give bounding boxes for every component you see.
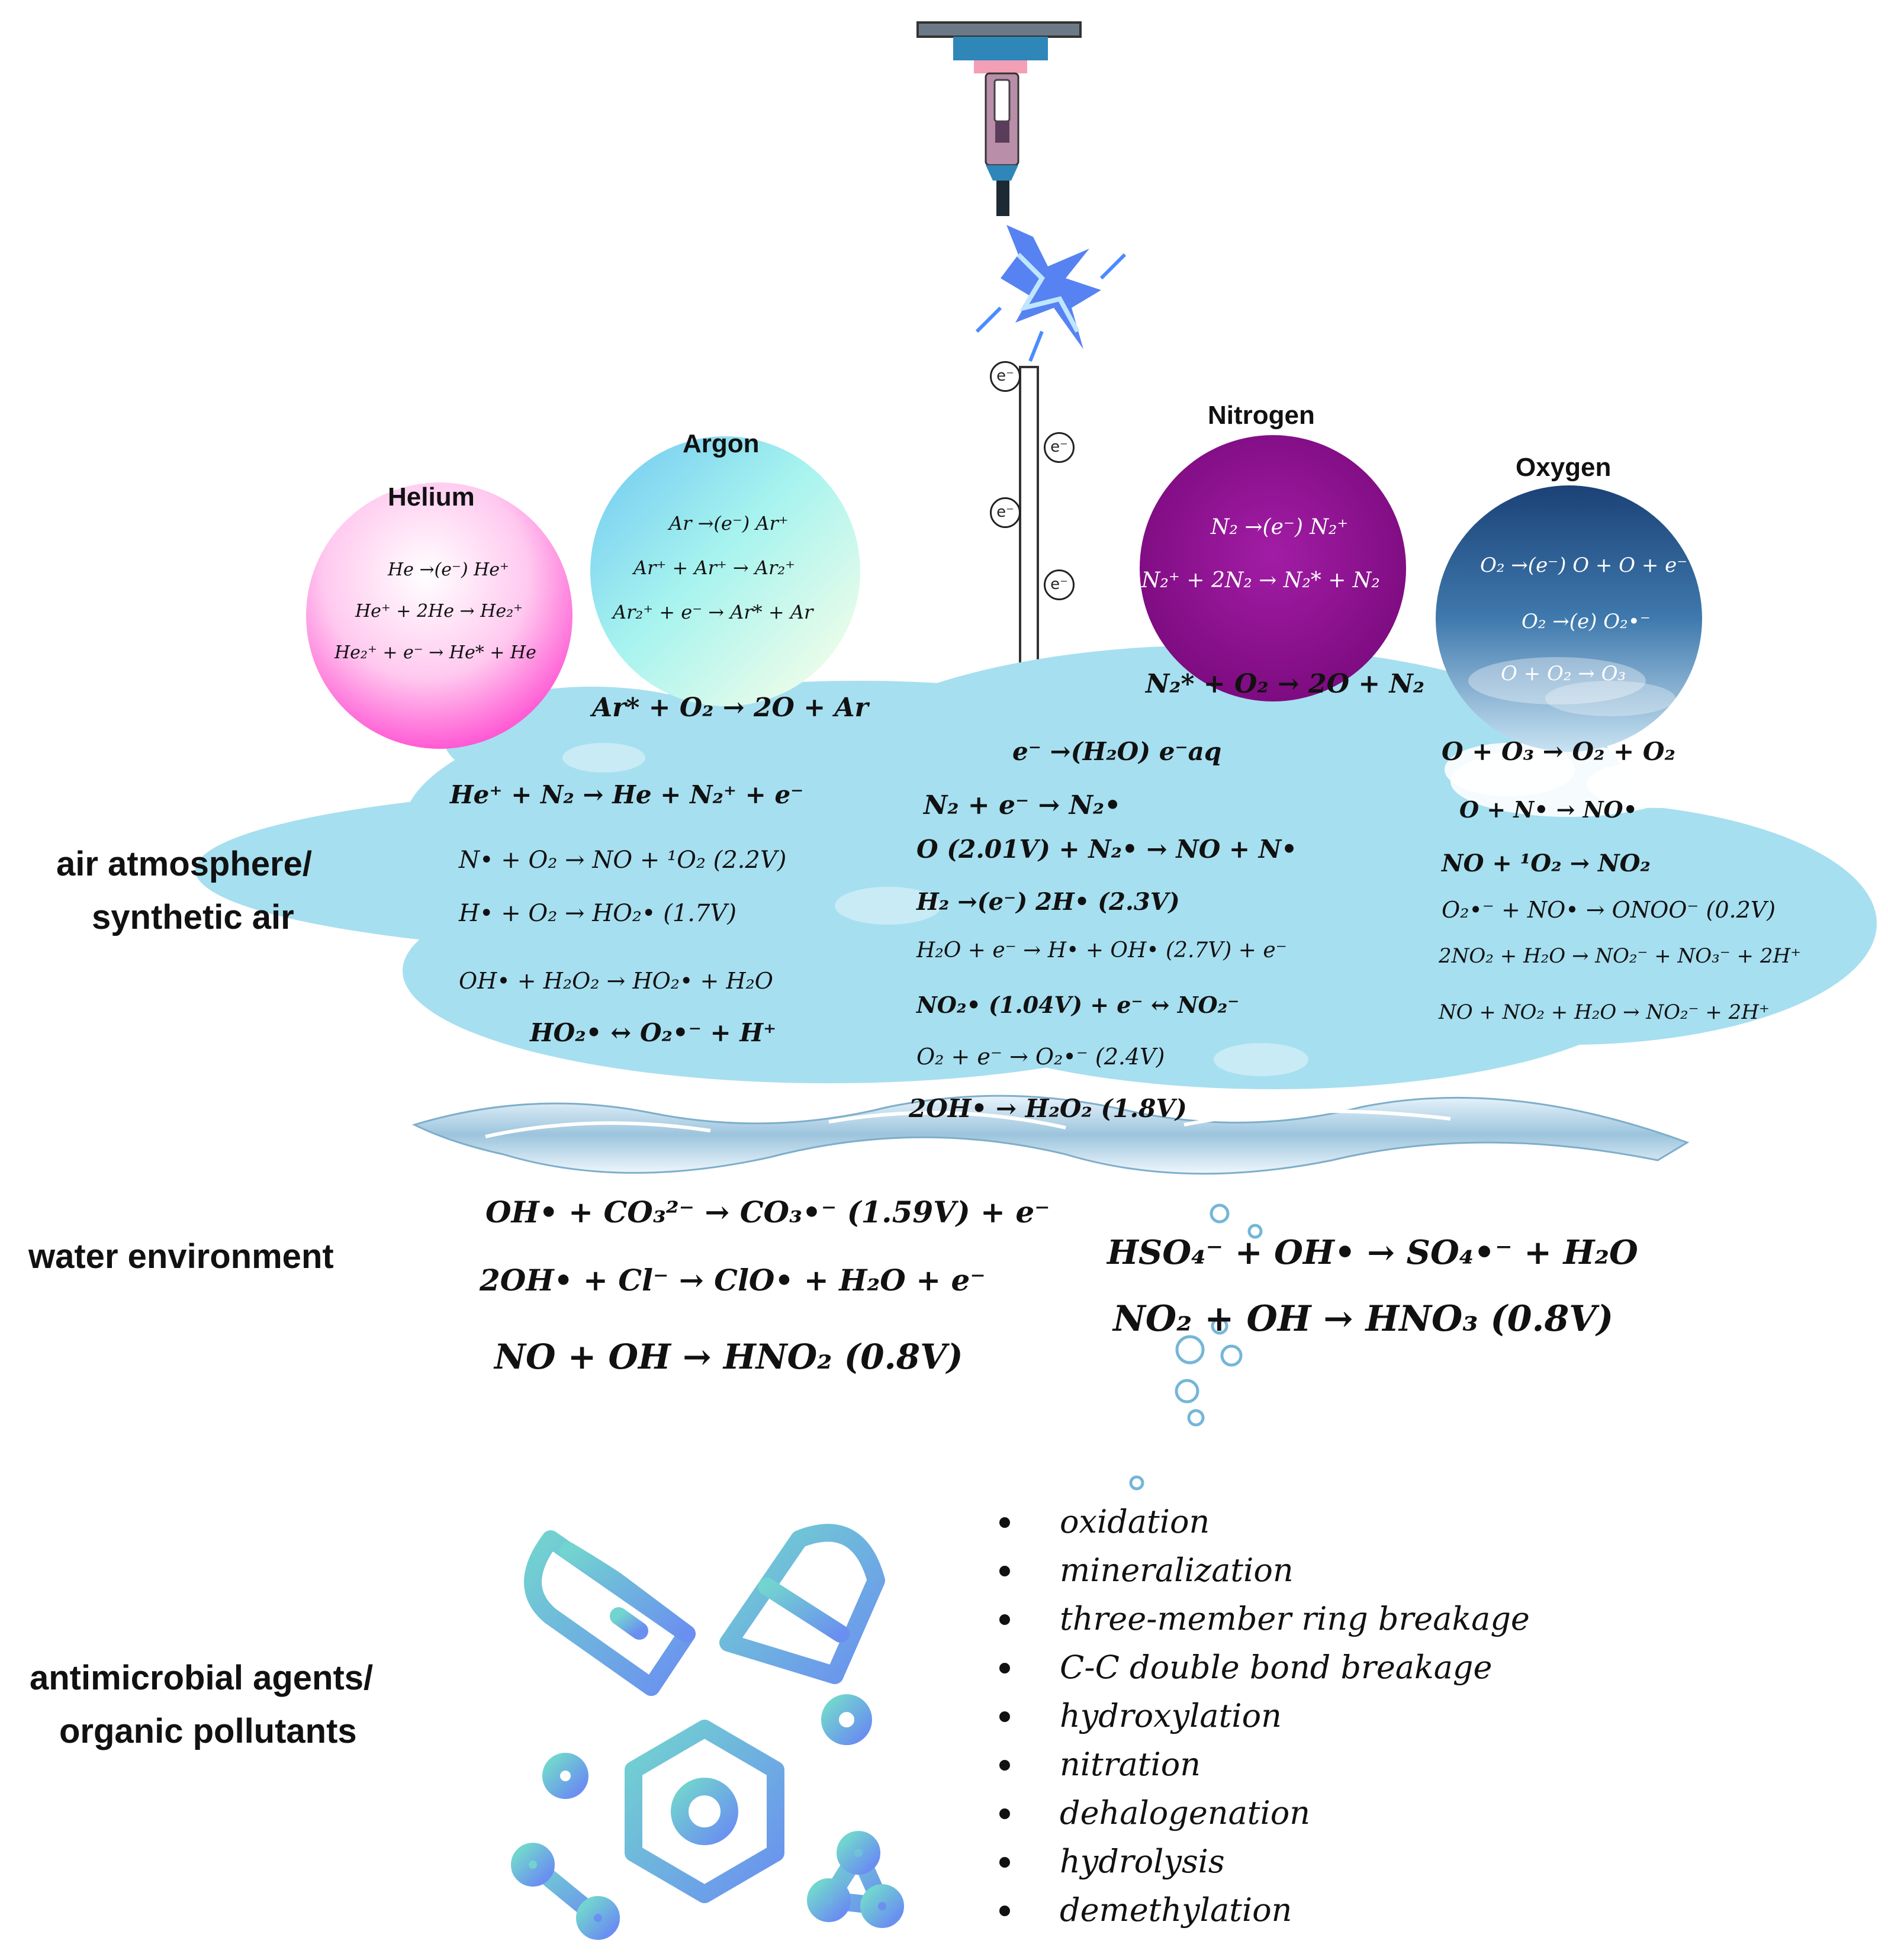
air-reaction-right: O₂•⁻ + NO• → ONOO⁻ (0.2V) bbox=[1442, 897, 1776, 923]
electron-icon: e⁻ bbox=[990, 361, 1021, 392]
argon-sphere bbox=[590, 436, 860, 706]
air-reaction-center: e⁻ →(H₂O) e⁻aq bbox=[1012, 737, 1222, 766]
electron-icon: e⁻ bbox=[1044, 569, 1075, 600]
helium-title: Helium bbox=[388, 482, 475, 511]
oxygen-reaction: O + O₂ → O₃ bbox=[1501, 662, 1626, 685]
air-reaction-center: 2OH• → H₂O₂ (1.8V) bbox=[909, 1094, 1187, 1123]
air-reaction-center: N₂ + e⁻ → N₂• bbox=[924, 790, 1121, 820]
section-pollutants-line1: antimicrobial agents/ bbox=[30, 1659, 374, 1697]
oxygen-reaction: O₂ →(e) O₂•⁻ bbox=[1522, 610, 1651, 633]
air-reaction-left: He⁺ + N₂ → He + N₂⁺ + e⁻ bbox=[450, 780, 804, 809]
section-air-line2: synthetic air bbox=[92, 898, 294, 936]
air-cloud bbox=[195, 645, 1877, 1089]
plasma-jet-icon bbox=[916, 21, 1082, 216]
air-reaction-left: N• + O₂ → NO + ¹O₂ (2.2V) bbox=[459, 847, 787, 874]
argon-reaction: Ar →(e⁻) Ar⁺ bbox=[669, 512, 789, 535]
air-reaction-left: OH• + H₂O₂ → HO₂• + H₂O bbox=[459, 968, 773, 994]
oxygen-sphere bbox=[1436, 485, 1702, 752]
section-water: water environment bbox=[28, 1237, 334, 1276]
air-reaction-left: H• + O₂ → HO₂• (1.7V) bbox=[459, 900, 736, 927]
nitrogen-reaction: N₂ →(e⁻) N₂⁺ bbox=[1211, 515, 1349, 539]
water-reaction-left: NO + OH → HNO₂ (0.8V) bbox=[494, 1337, 963, 1377]
helium-reaction: He⁺ + 2He → He₂⁺ bbox=[355, 601, 523, 622]
argon-reaction: Ar₂⁺ + e⁻ → Ar* + Ar bbox=[613, 601, 813, 623]
air-reaction-left: HO₂• ↔ O₂•⁻ + H⁺ bbox=[530, 1018, 777, 1047]
list-item: oxidation bbox=[983, 1498, 1530, 1546]
air-reaction-right: O + O₃ → O₂ + O₂ bbox=[1442, 737, 1675, 766]
electron-flow-arrow bbox=[1005, 366, 1053, 728]
list-item: mineralization bbox=[983, 1546, 1530, 1595]
water-reaction-right: NO₂ + OH → HNO₃ (0.8V) bbox=[1113, 1298, 1614, 1340]
air-reaction-right: O + N• → NO• bbox=[1459, 796, 1638, 823]
argon-output-reaction: Ar* + O₂ → 2O + Ar bbox=[592, 693, 869, 723]
list-item: hydrolysis bbox=[983, 1837, 1530, 1886]
nitrogen-output-reaction: N₂* + O₂ → 2O + N₂ bbox=[1146, 669, 1425, 699]
bubbles bbox=[1129, 1203, 1263, 1491]
degradation-outcomes-list: oxidation mineralization three-member ri… bbox=[983, 1498, 1530, 1935]
list-item: C-C double bond breakage bbox=[983, 1643, 1530, 1692]
water-reaction-left: 2OH• + Cl⁻ → ClO• + H₂O + e⁻ bbox=[480, 1263, 986, 1298]
air-reaction-center: NO₂• (1.04V) + e⁻ ↔ NO₂⁻ bbox=[916, 992, 1240, 1018]
oxygen-reaction: O₂ →(e⁻) O + O + e⁻ bbox=[1480, 553, 1688, 577]
air-reaction-center: O (2.01V) + N₂• → NO + N• bbox=[916, 835, 1297, 864]
air-reaction-right: NO + NO₂ + H₂O → NO₂⁻ + 2H⁺ bbox=[1439, 1000, 1770, 1024]
section-pollutants: antimicrobial agents/ organic pollutants bbox=[30, 1652, 373, 1758]
air-reaction-center: H₂ →(e⁻) 2H• (2.3V) bbox=[916, 888, 1180, 916]
water-reaction-left: OH• + CO₃²⁻ → CO₃•⁻ (1.59V) + e⁻ bbox=[485, 1195, 1050, 1230]
argon-reaction: Ar⁺ + Ar⁺ → Ar₂⁺ bbox=[633, 556, 796, 579]
air-reaction-right: 2NO₂ + H₂O → NO₂⁻ + NO₃⁻ + 2H⁺ bbox=[1439, 944, 1802, 968]
nitrogen-title: Nitrogen bbox=[1208, 401, 1315, 430]
helium-reaction: He₂⁺ + e⁻ → He* + He bbox=[334, 642, 536, 663]
section-air: air atmosphere/ synthetic air bbox=[56, 838, 312, 944]
plasma-discharge-icon bbox=[975, 225, 1127, 362]
pill-molecule-icon bbox=[509, 1524, 904, 1940]
list-item: demethylation bbox=[983, 1886, 1530, 1935]
helium-reaction: He →(e⁻) He⁺ bbox=[388, 559, 509, 580]
nitrogen-sphere bbox=[1140, 435, 1406, 701]
nitrogen-reaction: N₂⁺ + 2N₂ → N₂* + N₂ bbox=[1141, 568, 1380, 593]
section-pollutants-line2: organic pollutants bbox=[59, 1712, 357, 1750]
helium-sphere bbox=[306, 482, 572, 749]
list-item: three-member ring breakage bbox=[983, 1595, 1530, 1643]
list-item: nitration bbox=[983, 1740, 1530, 1789]
list-item: dehalogenation bbox=[983, 1789, 1530, 1837]
electron-icon: e⁻ bbox=[990, 497, 1021, 528]
list-item: hydroxylation bbox=[983, 1692, 1530, 1740]
oxygen-title: Oxygen bbox=[1516, 453, 1612, 482]
air-reaction-center: H₂O + e⁻ → H• + OH• (2.7V) + e⁻ bbox=[916, 938, 1287, 963]
argon-title: Argon bbox=[683, 429, 760, 458]
electron-icon: e⁻ bbox=[1044, 432, 1075, 463]
water-reaction-right: HSO₄⁻ + OH• → SO₄•⁻ + H₂O bbox=[1107, 1233, 1638, 1272]
air-reaction-right: NO + ¹O₂ → NO₂ bbox=[1442, 849, 1651, 877]
air-reaction-center: O₂ + e⁻ → O₂•⁻ (2.4V) bbox=[916, 1044, 1165, 1070]
water-surface bbox=[411, 1095, 1690, 1175]
section-air-line1: air atmosphere/ bbox=[56, 845, 312, 883]
